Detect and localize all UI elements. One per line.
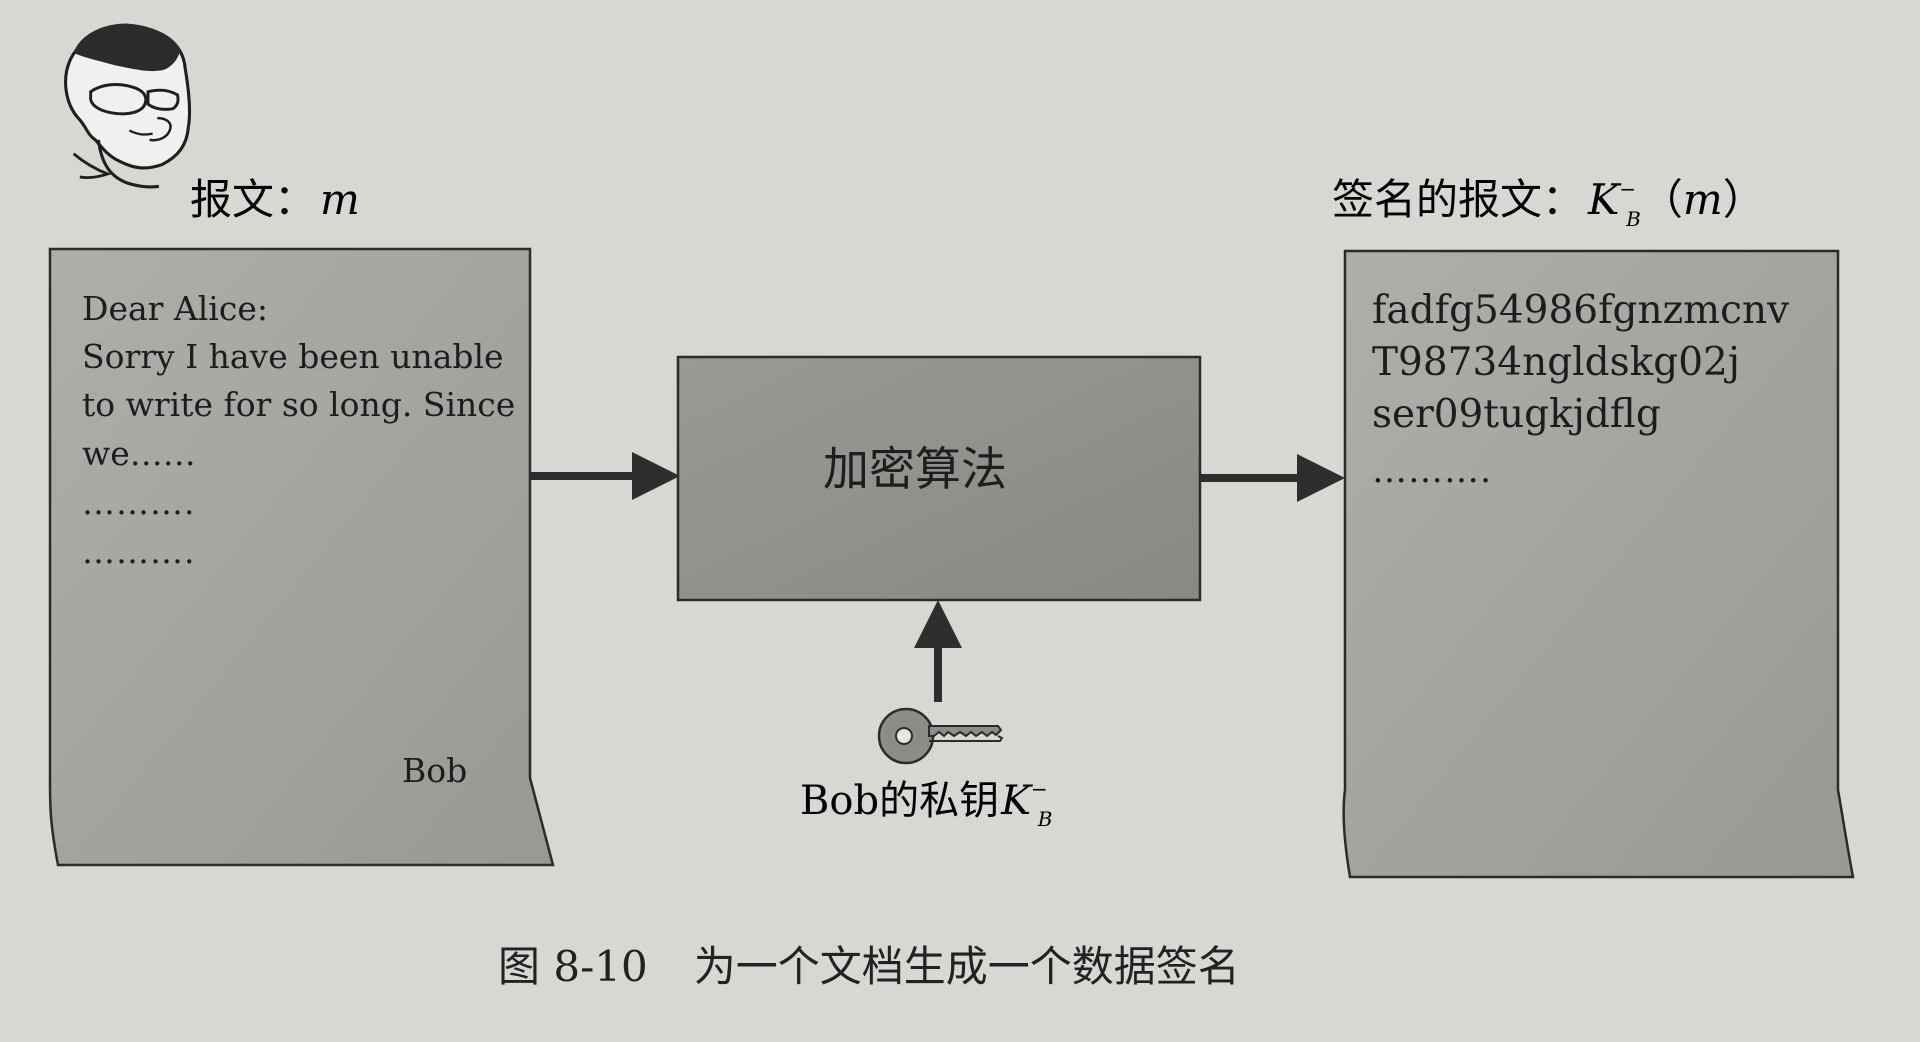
- svg-text:……….: ……….: [82, 483, 196, 522]
- original-message-label: 报文：m: [190, 175, 360, 224]
- svg-text:to write for so long. Since: to write for so long. Since: [82, 385, 515, 424]
- original-document: [48, 247, 555, 867]
- svg-text:……….: ……….: [82, 532, 196, 571]
- svg-text:we……: we……: [82, 434, 196, 473]
- svg-text:fadfg54986fgnzmcnv: fadfg54986fgnzmcnv: [1372, 288, 1789, 333]
- svg-text:ser09tugkjdflg: ser09tugkjdflg: [1372, 392, 1661, 437]
- svg-text:Dear Alice:: Dear Alice:: [82, 289, 268, 328]
- person-icon: [64, 23, 192, 189]
- svg-text:……….: ……….: [1372, 451, 1492, 491]
- svg-text:Bob: Bob: [402, 751, 467, 790]
- private-key-icon: [877, 707, 1004, 765]
- svg-text:Sorry I have been unable: Sorry I have been unable: [82, 337, 504, 376]
- signed-message-label: 签名的报文：K−B（m）: [1332, 175, 1765, 231]
- private-key-label: Bob的私钥K−B: [800, 777, 1052, 831]
- signed-content: fadfg54986fgnzmcnv T98734ngldskg02j ser0…: [1372, 288, 1789, 491]
- encryption-algorithm-label: 加密算法: [823, 442, 1007, 496]
- signed-document: [1342, 249, 1855, 879]
- letter-content: Dear Alice: Sorry I have been unable to …: [82, 289, 515, 790]
- svg-text:T98734ngldskg02j: T98734ngldskg02j: [1372, 340, 1740, 385]
